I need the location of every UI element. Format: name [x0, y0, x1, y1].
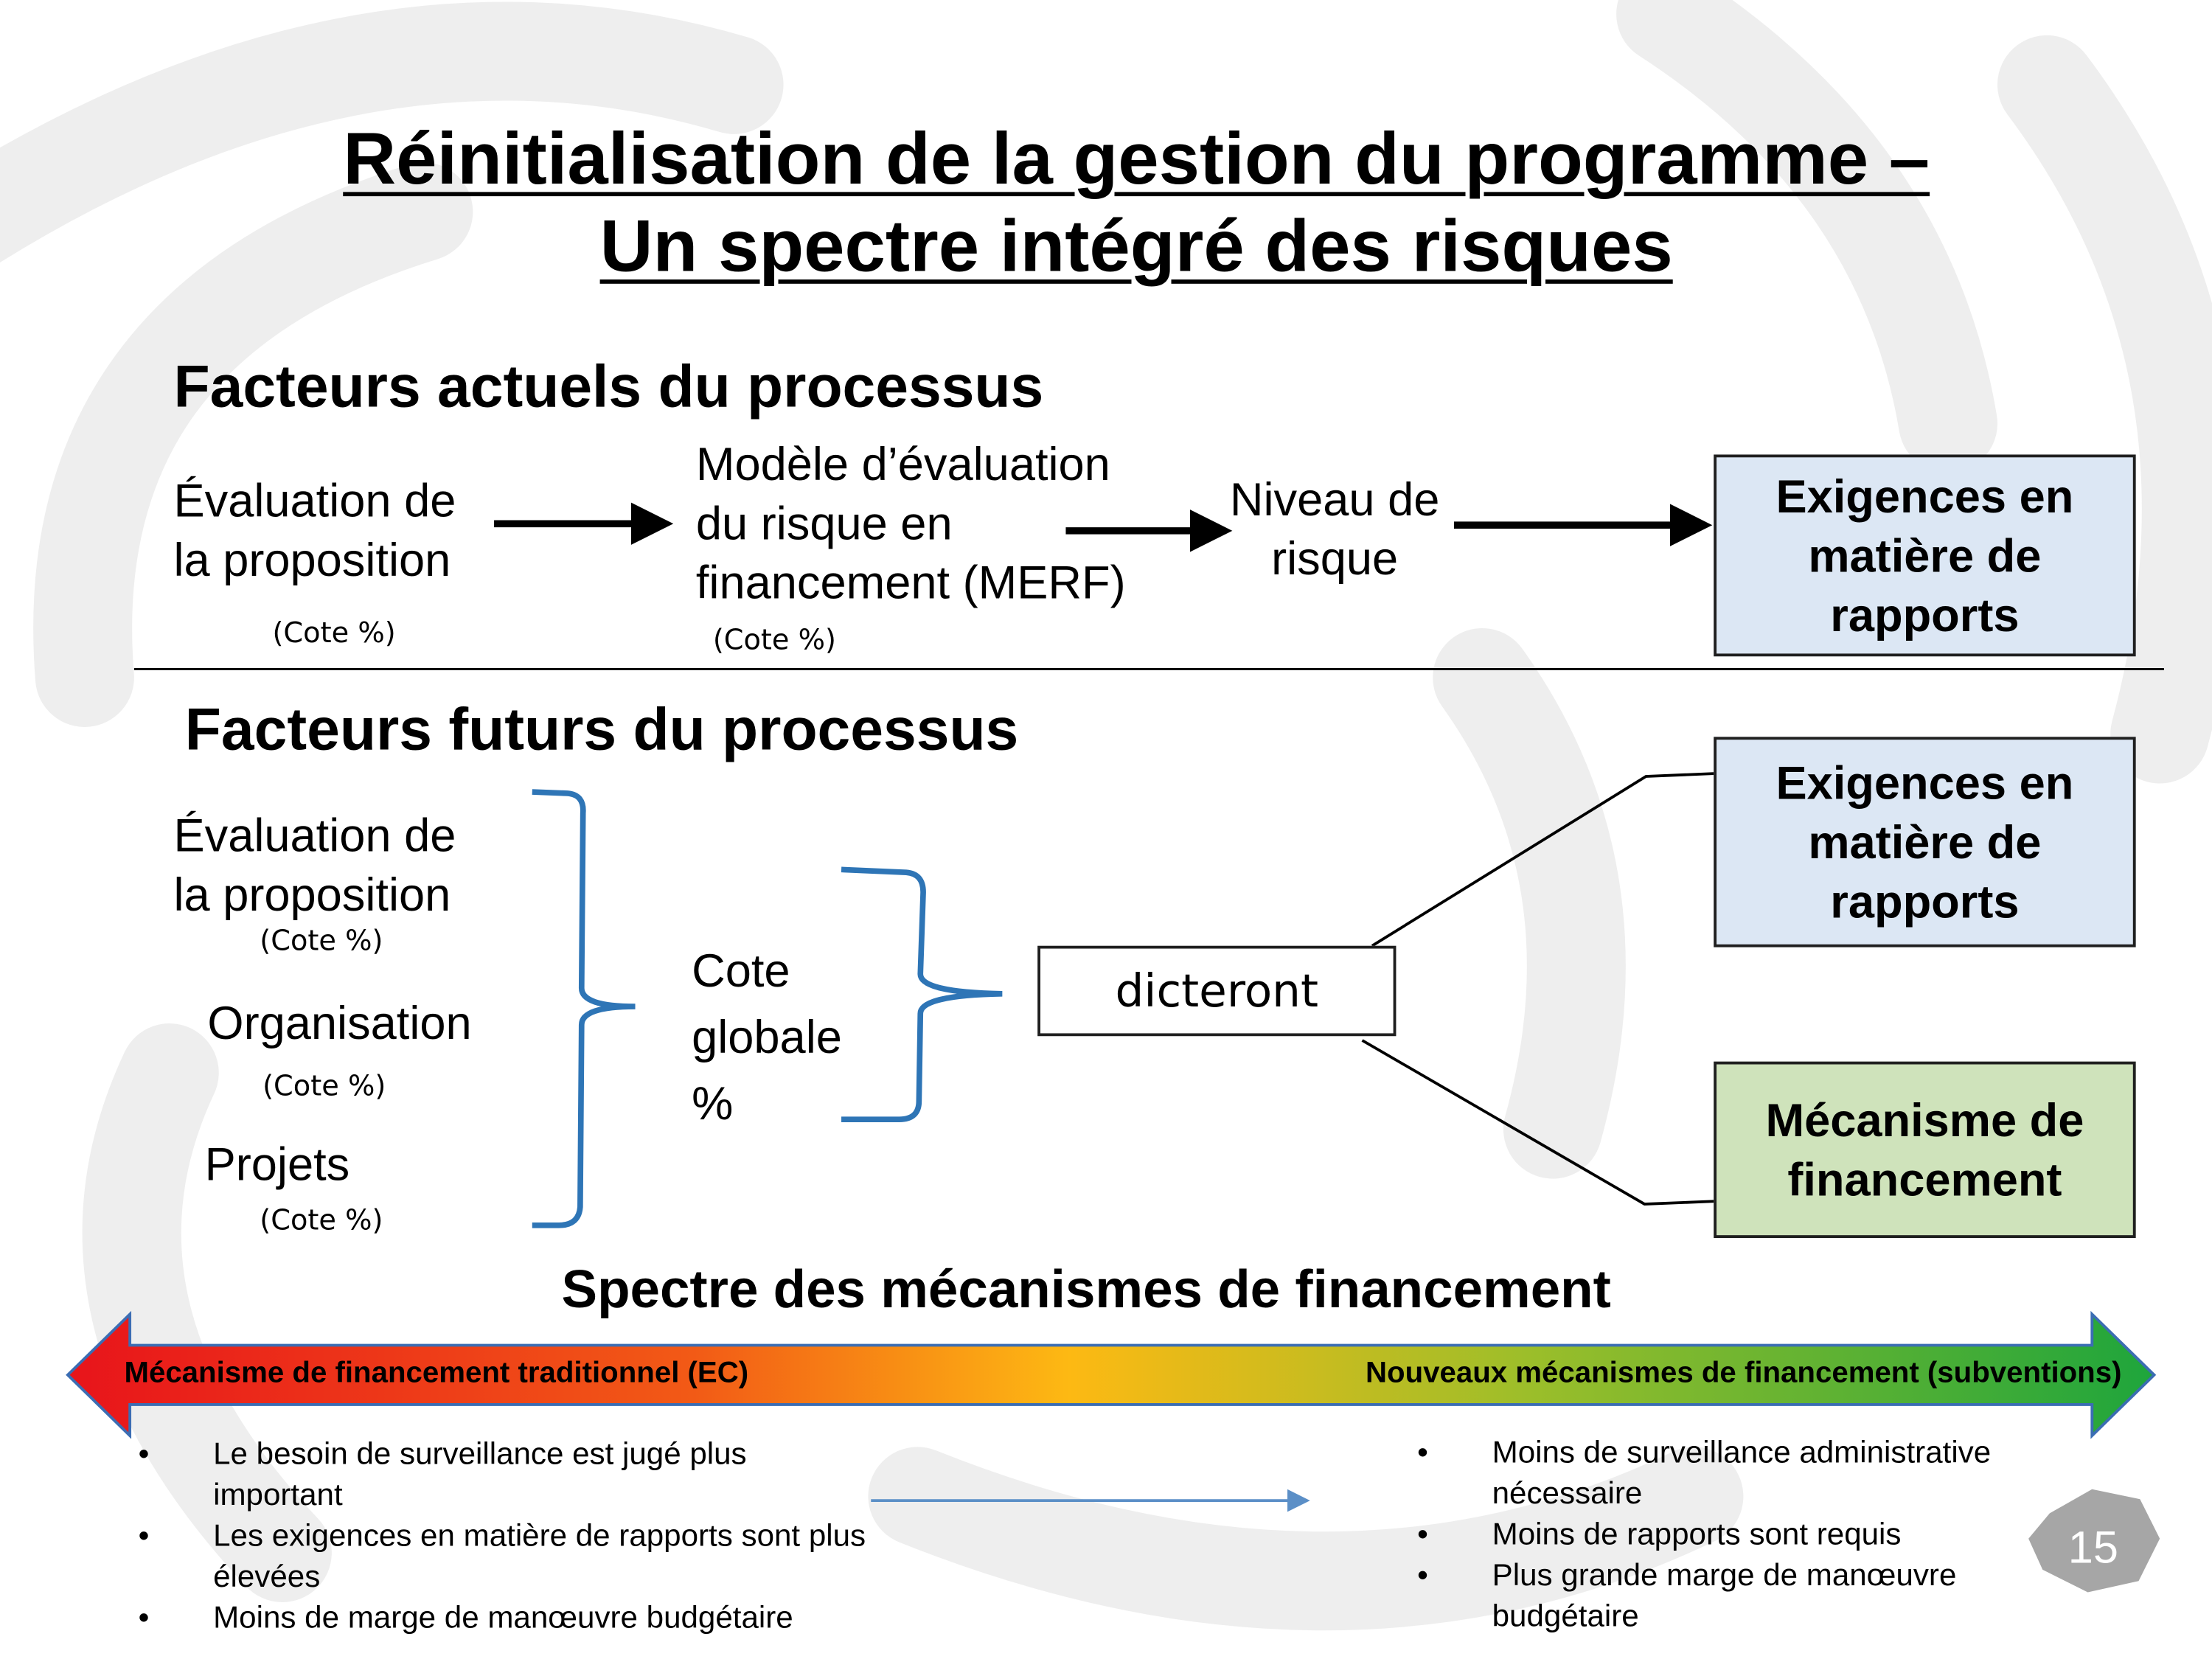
current-result-line1: Exigences en [1775, 469, 2074, 522]
global-rating: Cote globale % [692, 937, 842, 1136]
future-out2-line1: Mécanisme de [1765, 1093, 2084, 1146]
future-input-evaluation: Évaluation de la proposition [173, 806, 456, 925]
current-process-heading: Facteurs actuels du processus [173, 352, 1044, 420]
current-step-merf-line3: financement (MERF) [695, 556, 1126, 609]
future-process-heading: Facteurs futurs du processus [184, 695, 1019, 762]
list-item: Moins de marge de manœuvre budgétaire [136, 1596, 870, 1638]
spectrum-left-label: Mécanisme de financement traditionnel (E… [124, 1356, 749, 1389]
current-step-merf-line2: du risque en [695, 496, 953, 549]
current-result-line2: matière de [1808, 528, 2042, 581]
current-step-evaluation-cote: (Cote %) [272, 615, 396, 650]
future-input-evaluation-cote: (Cote %) [260, 923, 383, 958]
future-reporting-requirements-box: Exigences en matière de rapports [1714, 737, 2136, 947]
future-input-projects: Projets [204, 1138, 350, 1190]
page-number: 15 [2067, 1521, 2118, 1573]
current-step-evaluation-line1: Évaluation de [173, 474, 456, 527]
current-result-line3: rapports [1830, 588, 2020, 641]
list-item: Moins de surveillance administrative néc… [1414, 1431, 2021, 1513]
current-step-merf-cote: (Cote %) [712, 622, 837, 657]
future-out1-line2: matière de [1808, 815, 2042, 868]
spectrum-heading-wrap: Spectre des mécanismes de financement [0, 1261, 2212, 1321]
slide-title-line1: Réinitialisation de la gestion du progra… [343, 118, 1930, 201]
spectrum-right-bullets: Moins de surveillance administrative néc… [1414, 1431, 2021, 1636]
brace-global [841, 866, 1003, 1123]
future-input-evaluation-line2: la proposition [173, 868, 451, 921]
list-item: Moins de rapports sont requis [1414, 1513, 2021, 1554]
current-step-risk-line1: Niveau de [1229, 473, 1440, 526]
future-input-organisation-cote: (Cote %) [262, 1068, 386, 1103]
current-step-risk-level: Niveau de risque [1218, 470, 1451, 589]
future-input-projects-cote: (Cote %) [260, 1203, 383, 1237]
global-rating-line3: % [692, 1077, 734, 1130]
future-input-evaluation-line1: Évaluation de [173, 809, 456, 861]
decides-box: dicteront [1037, 945, 1397, 1037]
future-out2-line2: financement [1787, 1152, 2062, 1206]
list-item: Le besoin de surveillance est jugé plus … [136, 1433, 870, 1514]
spectrum-right-label: Nouveaux mécanismes de financement (subv… [1365, 1356, 2122, 1389]
spectrum-heading: Spectre des mécanismes de financement [561, 1260, 1611, 1321]
brace-inputs [532, 789, 636, 1228]
current-step-merf: Modèle d’évaluation du risque en finance… [696, 435, 1126, 613]
decides-label: dicteront [1115, 964, 1319, 1018]
connector-to-funding [1361, 1039, 1714, 1206]
current-step-merf-line1: Modèle d’évaluation [695, 437, 1110, 490]
current-step-evaluation: Évaluation de la proposition [173, 471, 456, 590]
future-out1-line1: Exigences en [1775, 756, 2074, 809]
current-step-risk-line2: risque [1271, 532, 1399, 585]
current-step-evaluation-line2: la proposition [173, 533, 451, 586]
current-reporting-requirements-box: Exigences en matière de rapports [1714, 454, 2136, 657]
list-item: Plus grande marge de manœuvre budgétaire [1414, 1554, 2021, 1636]
connector-to-reporting [1371, 772, 1714, 947]
global-rating-line2: globale [692, 1010, 842, 1063]
future-out1-line3: rapports [1830, 874, 2020, 927]
spectrum-arrow [66, 1310, 2157, 1439]
slide-title-line2: Un spectre intégré des risques [599, 206, 1673, 288]
global-rating-line1: Cote [692, 944, 790, 997]
future-funding-mechanism-box: Mécanisme de financement [1714, 1061, 2136, 1239]
page-number-badge [2028, 1489, 2160, 1593]
list-item: Les exigences en matière de rapports son… [136, 1514, 870, 1596]
future-input-organisation: Organisation [207, 996, 472, 1049]
spectrum-left-bullets: Le besoin de surveillance est jugé plus … [136, 1433, 870, 1638]
